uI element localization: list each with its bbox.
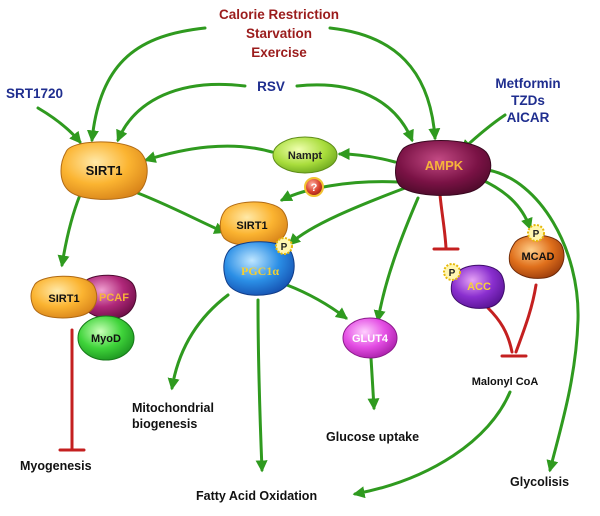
- arrow-srt1720-to-sirt1: [36, 106, 82, 144]
- svg-text:P: P: [449, 268, 456, 279]
- glucose-uptake-label: Glucose uptake: [326, 430, 419, 444]
- biogenesis-label: biogenesis: [132, 417, 197, 431]
- inhibit-ampk-to-acc: [438, 193, 448, 250]
- arrow-glut4-to-glucose-uptake: [367, 356, 380, 411]
- arrow-ampk-to-glut4: [373, 196, 420, 323]
- arrow-pgc1a-to-glut4: [285, 283, 348, 320]
- inhibit-acc-to-malonyl-coa: [486, 306, 514, 354]
- aicar-label: AICAR: [507, 110, 550, 125]
- exercise-label: Exercise: [251, 45, 307, 60]
- glut4-label: GLUT4: [352, 333, 389, 345]
- arrow-ampk-to-pgc1a: [288, 186, 407, 246]
- sirt1-myod-label: SIRT1: [48, 293, 79, 305]
- arrow-sirt1-to-sirt1-myod: [57, 193, 82, 268]
- arrow-sirt1-to-sirt1-pgc1a: [128, 188, 227, 234]
- ampk-label: AMPK: [425, 158, 464, 173]
- srt1720-label: SRT1720: [6, 86, 63, 101]
- phospho-badge-pgc1a: P: [275, 237, 293, 255]
- starvation-label: Starvation: [246, 26, 312, 41]
- mcad-node: MCAD P: [508, 224, 565, 279]
- fatty-acid-oxidation-label: Fatty Acid Oxidation: [196, 489, 317, 503]
- question-label: ?: [311, 182, 318, 194]
- arrow-stimuli-to-sirt1: [86, 26, 207, 143]
- arrow-ampk-to-nampt: [337, 148, 397, 164]
- arrow-pgc1a-to-mitochondrial-biogenesis: [167, 293, 230, 391]
- sirt1-pcaf-myod-complex: PCAF SIRT1 MyoD: [30, 274, 137, 361]
- glycolisis-label: Glycolisis: [510, 475, 569, 489]
- myod-label: MyoD: [91, 333, 121, 345]
- metformin-label: Metformin: [495, 76, 560, 91]
- phospho-badge-mcad: P: [527, 224, 545, 242]
- svg-text:P: P: [281, 242, 288, 253]
- malonyl-coa-label: Malonyl CoA: [472, 376, 539, 388]
- phospho-badge-acc: P: [443, 263, 461, 281]
- nampt-node: Nampt: [272, 136, 338, 174]
- question-mark-icon: ?: [304, 177, 324, 197]
- rsv-label: RSV: [257, 79, 285, 94]
- inhibit-mcad-to-malonyl-coa: [514, 283, 538, 354]
- mitochondrial-label: Mitochondrial: [132, 401, 214, 415]
- sirt1-label: SIRT1: [86, 163, 123, 178]
- ampk-node: AMPK: [395, 140, 492, 196]
- calorie-restriction-label: Calorie Restriction: [219, 7, 339, 22]
- arrow-nampt-to-sirt1: [143, 144, 274, 163]
- tzds-label: TZDs: [511, 93, 545, 108]
- mcad-label: MCAD: [522, 251, 555, 263]
- acc-node: ACC P: [443, 263, 505, 309]
- arrow-rsv-to-sirt1: [116, 82, 247, 143]
- arrow-ampk-to-sirt1-complex: [279, 180, 400, 202]
- glut4-node: GLUT4: [342, 317, 398, 359]
- nampt-label: Nampt: [288, 150, 323, 162]
- myogenesis-label: Myogenesis: [20, 459, 92, 473]
- pcaf-label: PCAF: [99, 292, 129, 304]
- sirt1-pgc1a-complex: SIRT1 PGC1α P: [219, 201, 295, 296]
- arrow-pgc1a-to-fatty-acid-oxidation: [255, 298, 268, 473]
- arrow-rsv-to-ampk: [295, 83, 414, 143]
- pgc1a-label: PGC1α: [241, 264, 279, 278]
- svg-text:P: P: [533, 229, 540, 240]
- sirt1-node: SIRT1: [60, 141, 148, 200]
- arrow-stimuli-to-ampk: [328, 26, 441, 141]
- sirt1-complex-label: SIRT1: [236, 220, 267, 232]
- arrow-ampk-to-glycolisis: [486, 168, 580, 473]
- arrow-malonyl-coa-to-fatty-acid-oxidation: [352, 390, 512, 499]
- acc-label: ACC: [467, 281, 491, 293]
